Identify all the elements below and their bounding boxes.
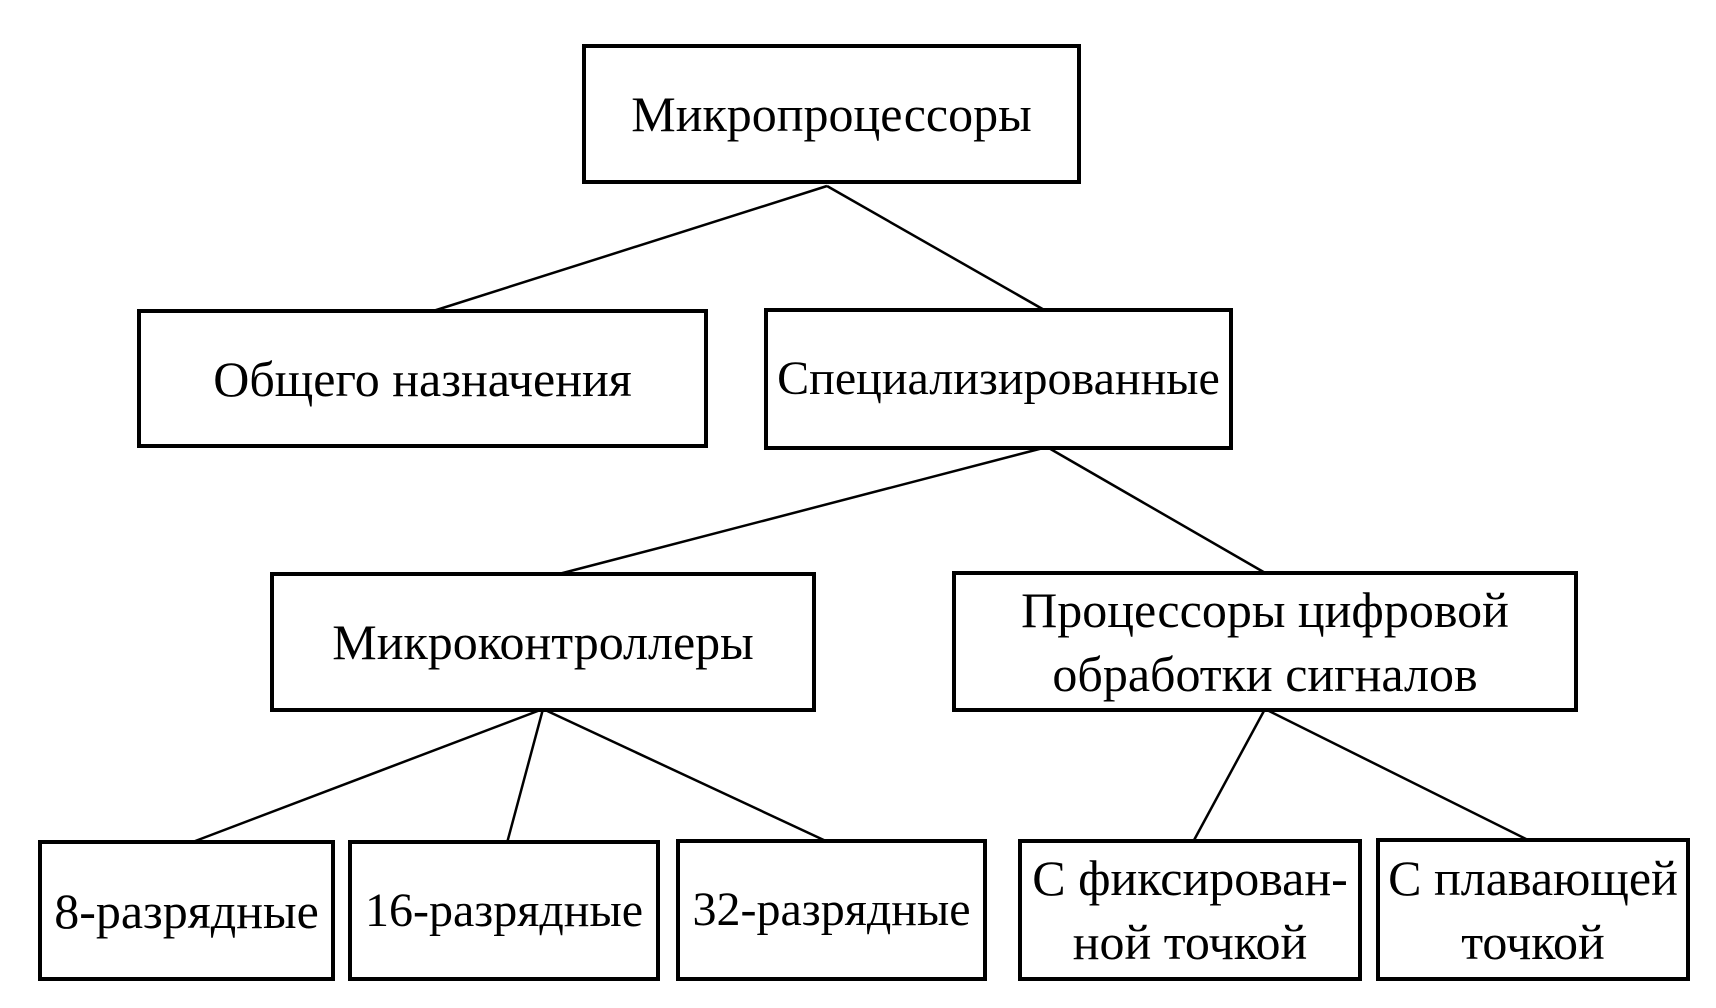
node-general-purpose: Общего назначения [137, 309, 708, 448]
edge-special-dsp [1046, 445, 1268, 576]
edge-special-mcu [554, 445, 1048, 577]
node-label: 16-разрядные [365, 883, 643, 937]
node-fixed-point: С фиксирован- ной точкой [1018, 839, 1362, 981]
node-floating-point: С плавающей точкой [1376, 838, 1690, 981]
node-label: Микроконтроллеры [332, 614, 754, 670]
node-label-line2: ной точкой [1072, 914, 1308, 970]
node-label: Специализированные [777, 352, 1220, 405]
node-label-line1: С плавающей [1388, 849, 1678, 906]
edge-root-general [429, 184, 828, 314]
edge-mcu-bit32 [542, 707, 829, 844]
node-label-line2: обработки сигналов [1052, 645, 1478, 702]
node-label-line1: Процессоры цифровой [1021, 581, 1509, 638]
node-microcontrollers: Микроконтроллеры [270, 572, 816, 712]
node-label-line2: точкой [1461, 913, 1605, 970]
node-label: 32-разрядные [692, 883, 971, 936]
edge-mcu-bit16 [505, 708, 545, 844]
node-label: Общего назначения [213, 350, 632, 407]
node-16-bit: 16-разрядные [348, 840, 660, 981]
node-label: Микропроцессоры [631, 86, 1032, 142]
node-8-bit: 8-разрядные [38, 840, 335, 981]
node-specialized: Специализированные [764, 308, 1233, 450]
edge-mcu-bit8 [189, 707, 544, 845]
node-32-bit: 32-разрядные [676, 839, 987, 981]
node-label: 8-разрядные [54, 882, 319, 939]
node-dsp-processors: Процессоры цифровой обработки сигналов [952, 571, 1578, 712]
edge-dsp-fixed [1191, 708, 1267, 843]
edge-root-special [826, 184, 1047, 313]
node-label-line1: С фиксирован- [1032, 850, 1348, 906]
node-microprocessors: Микропроцессоры [582, 44, 1081, 184]
edge-dsp-floating [1264, 707, 1531, 843]
